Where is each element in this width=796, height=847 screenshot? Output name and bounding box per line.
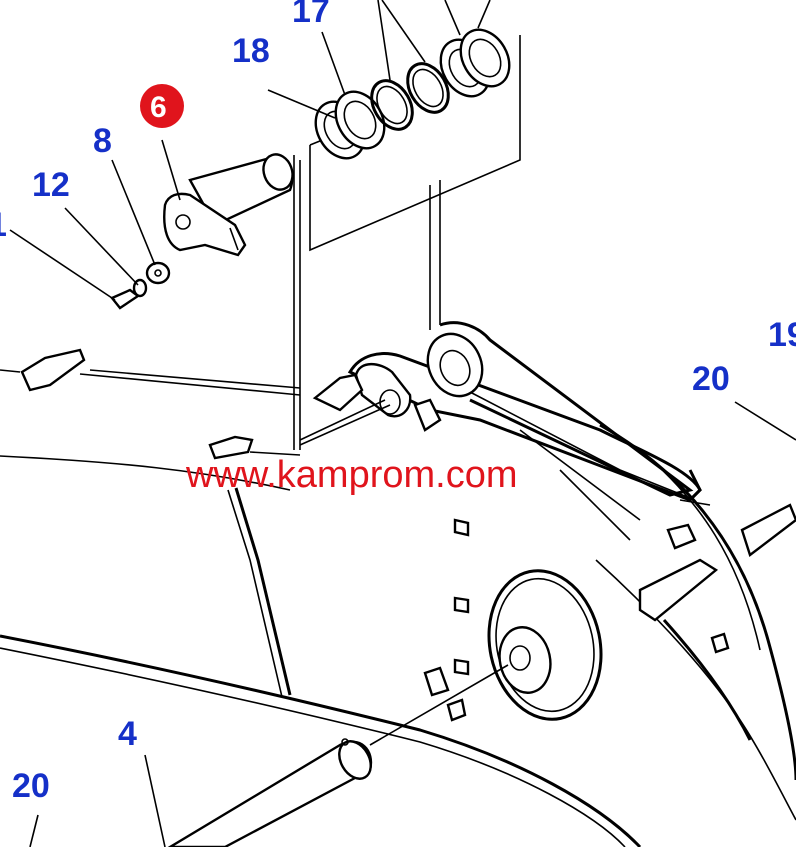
callout-20-bottom: 20 — [12, 767, 50, 805]
callouts: 17 18 6 8 12 1 19 20 4 20 — [0, 0, 796, 805]
callout-4: 4 — [118, 715, 137, 753]
callout-1: 1 — [0, 206, 7, 244]
pin-4 — [167, 738, 373, 847]
callout-8: 8 — [93, 122, 112, 160]
pin-6 — [163, 153, 294, 257]
washer-8 — [145, 261, 171, 285]
boom-frame — [0, 321, 796, 847]
leader-lines — [9, 0, 796, 847]
o-ring-17 — [370, 62, 450, 131]
callout-6-badge — [140, 84, 184, 128]
callout-18: 18 — [232, 32, 270, 70]
bolt-1 — [110, 278, 148, 310]
callout-20-right: 20 — [692, 360, 730, 398]
callout-19: 19 — [768, 316, 796, 354]
clamp-blocks — [0, 348, 796, 722]
snap-ring-18 — [314, 90, 386, 160]
boss-parts — [299, 332, 484, 446]
callout-17: 17 — [292, 0, 330, 30]
watermark-text: www.kamprom.com — [185, 454, 518, 496]
snap-ring-pair — [439, 28, 511, 98]
callout-6: 6 — [150, 91, 167, 124]
callout-12: 12 — [32, 166, 70, 204]
pivot-disc — [369, 569, 603, 746]
